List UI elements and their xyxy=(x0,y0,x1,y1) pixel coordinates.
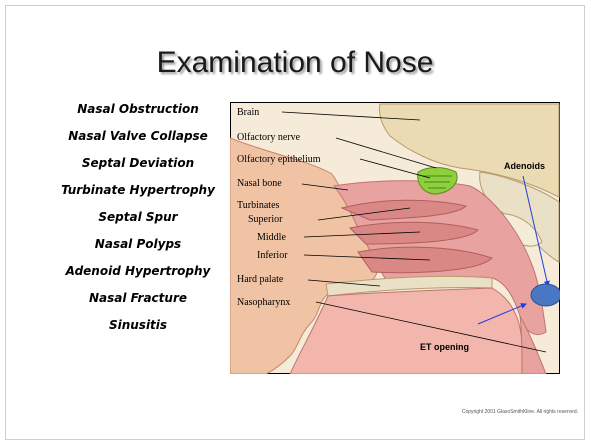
nasal-anatomy-figure: Brain Olfactory nerve Olfactory epitheli… xyxy=(230,102,560,374)
label-nasopharynx: Nasopharynx xyxy=(237,297,290,308)
label-adenoids: Adenoids xyxy=(504,161,545,171)
label-et-opening: ET opening xyxy=(420,342,469,352)
label-brain: Brain xyxy=(237,107,259,118)
label-nasal-bone: Nasal bone xyxy=(237,178,282,189)
topic-nasal-valve-collapse: Nasal Valve Collapse xyxy=(48,129,228,143)
label-inferior: Inferior xyxy=(257,250,288,261)
topic-turbinate-hypertrophy: Turbinate Hypertrophy xyxy=(48,183,228,197)
topic-adenoid-hypertrophy: Adenoid Hypertrophy xyxy=(48,264,228,278)
label-superior: Superior xyxy=(248,214,283,225)
topic-nasal-fracture: Nasal Fracture xyxy=(48,291,228,305)
label-hard-palate: Hard palate xyxy=(237,274,284,285)
topic-sinusitis: Sinusitis xyxy=(48,318,228,332)
copyright-text: Copyright 2001 GlaxoSmithKline. All righ… xyxy=(462,409,578,415)
slide: Examination of Nose Nasal Obstruction Na… xyxy=(5,5,585,440)
label-turbinates: Turbinates xyxy=(237,200,280,211)
label-olfactory-epithelium: Olfactory epithelium xyxy=(237,154,321,165)
slide-title: Examination of Nose xyxy=(6,46,584,80)
topic-septal-spur: Septal Spur xyxy=(48,210,228,224)
topic-nasal-obstruction: Nasal Obstruction xyxy=(48,102,228,116)
label-olfactory-nerve: Olfactory nerve xyxy=(237,132,301,143)
topic-nasal-polyps: Nasal Polyps xyxy=(48,237,228,251)
topic-septal-deviation: Septal Deviation xyxy=(48,156,228,170)
label-middle: Middle xyxy=(257,232,286,243)
adenoid-marker xyxy=(531,284,560,306)
